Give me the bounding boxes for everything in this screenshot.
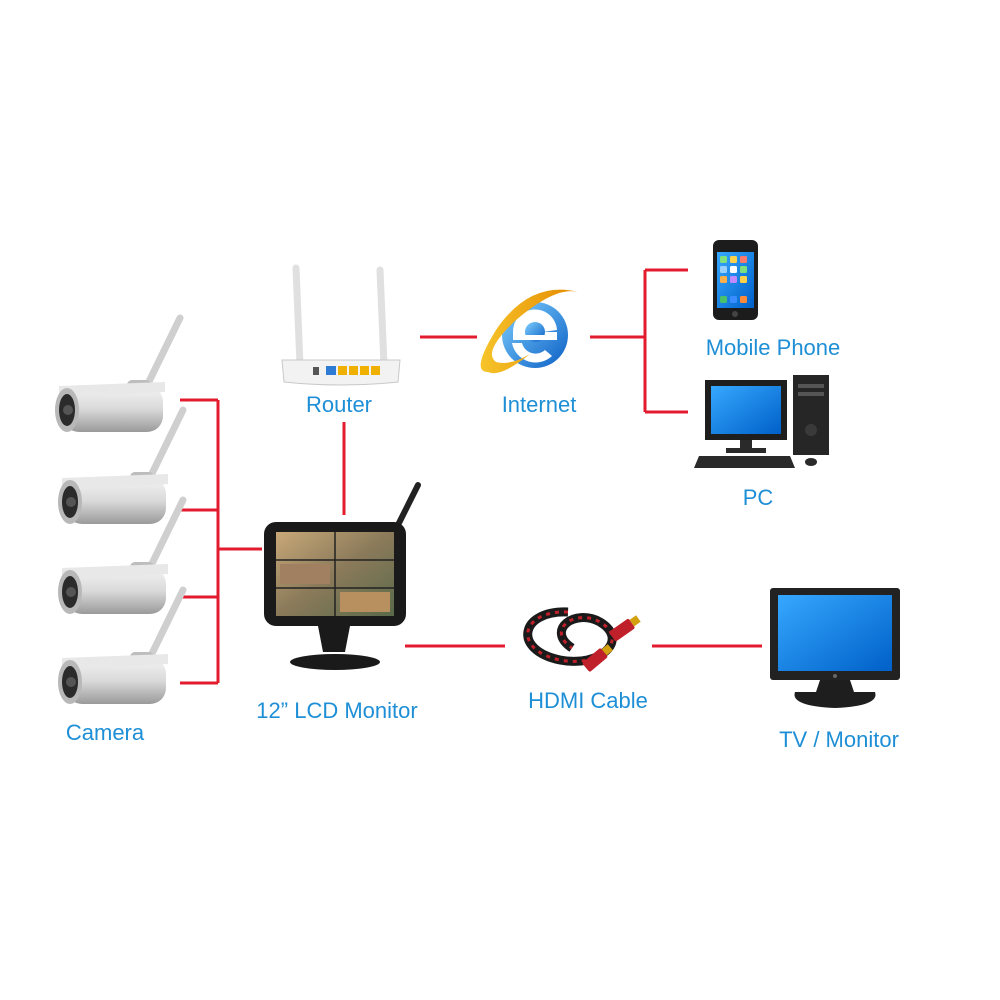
camera-label: Camera (65, 720, 145, 745)
wifi-router-icon (281, 264, 401, 386)
smartphone-icon (713, 240, 758, 320)
lcd-monitor-icon (264, 482, 421, 670)
router-label: Router (305, 392, 373, 417)
internet-explorer-icon (480, 289, 578, 374)
hdmi-cable-icon (523, 607, 641, 672)
pc-label: PC (742, 485, 774, 510)
desktop-pc-icon (694, 375, 829, 468)
tv-monitor-label: TV / Monitor (779, 727, 899, 752)
mobile-phone-label: Mobile Phone (705, 335, 841, 360)
bullet-camera-icon (55, 318, 183, 704)
lcd-monitor-label: 12” LCD Monitor (256, 698, 418, 723)
tv-monitor-icon (770, 588, 900, 708)
internet-label: Internet (501, 392, 577, 417)
connector-lines (180, 268, 762, 685)
hdmi-cable-label: HDMI Cable (528, 688, 648, 713)
